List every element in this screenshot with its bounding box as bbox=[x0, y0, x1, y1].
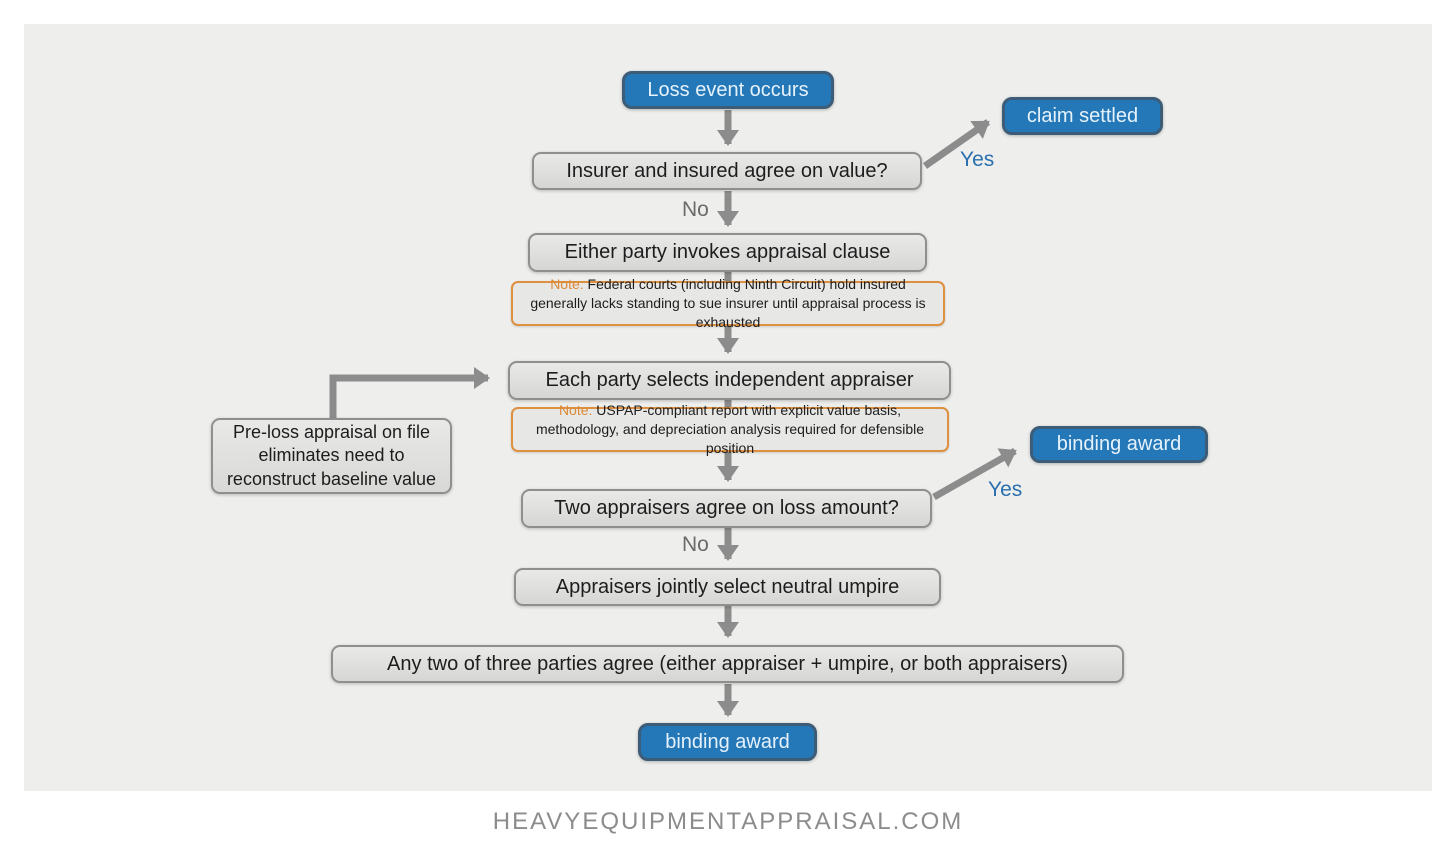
note-standing-to-sue: Note: Federal courts (including Ninth Ci… bbox=[511, 276, 945, 330]
arrow-yes-to-binding-award-right bbox=[932, 447, 1017, 501]
note-uspap-report: Note: USPAP-compliant report with explic… bbox=[511, 402, 949, 456]
node-claim-settled: claim settled bbox=[1002, 97, 1163, 135]
site-watermark: HEAVYEQUIPMENTAPPRAISAL.COM bbox=[492, 808, 964, 835]
arrow-yes-to-claim-settled bbox=[922, 119, 991, 169]
edge-label-yes-mid: Yes bbox=[988, 478, 1023, 501]
node-select-appraisers: Each party selects independent appraiser bbox=[508, 361, 951, 400]
node-any-two-agree: Any two of three parties agree (either a… bbox=[331, 645, 1124, 683]
note-text: USPAP-compliant report with explicit val… bbox=[535, 402, 925, 456]
node-loss-event: Loss event occurs bbox=[622, 71, 834, 109]
node-two-appraisers-question: Two appraisers agree on loss amount? bbox=[521, 489, 932, 528]
edge-label-yes-top: Yes bbox=[960, 148, 995, 171]
note-prefix: Note: bbox=[550, 276, 584, 293]
node-binding-award-end: binding award bbox=[638, 723, 817, 761]
node-insurer-agree-question: Insurer and insured agree on value? bbox=[532, 152, 922, 190]
node-invoke-appraisal-clause: Either party invokes appraisal clause bbox=[528, 233, 927, 272]
node-preloss-appraisal: Pre-loss appraisal on file eliminates ne… bbox=[211, 418, 452, 494]
note-text: Federal courts (including Ninth Circuit)… bbox=[530, 276, 926, 330]
node-select-umpire: Appraisers jointly select neutral umpire bbox=[514, 568, 941, 606]
arrow-preloss-to-select-appraisers bbox=[329, 367, 490, 418]
note-prefix: Note: bbox=[558, 402, 593, 419]
edge-label-no-mid: No bbox=[682, 533, 709, 556]
edge-label-no-top: No bbox=[682, 198, 709, 221]
node-binding-award-right: binding award bbox=[1030, 426, 1208, 463]
